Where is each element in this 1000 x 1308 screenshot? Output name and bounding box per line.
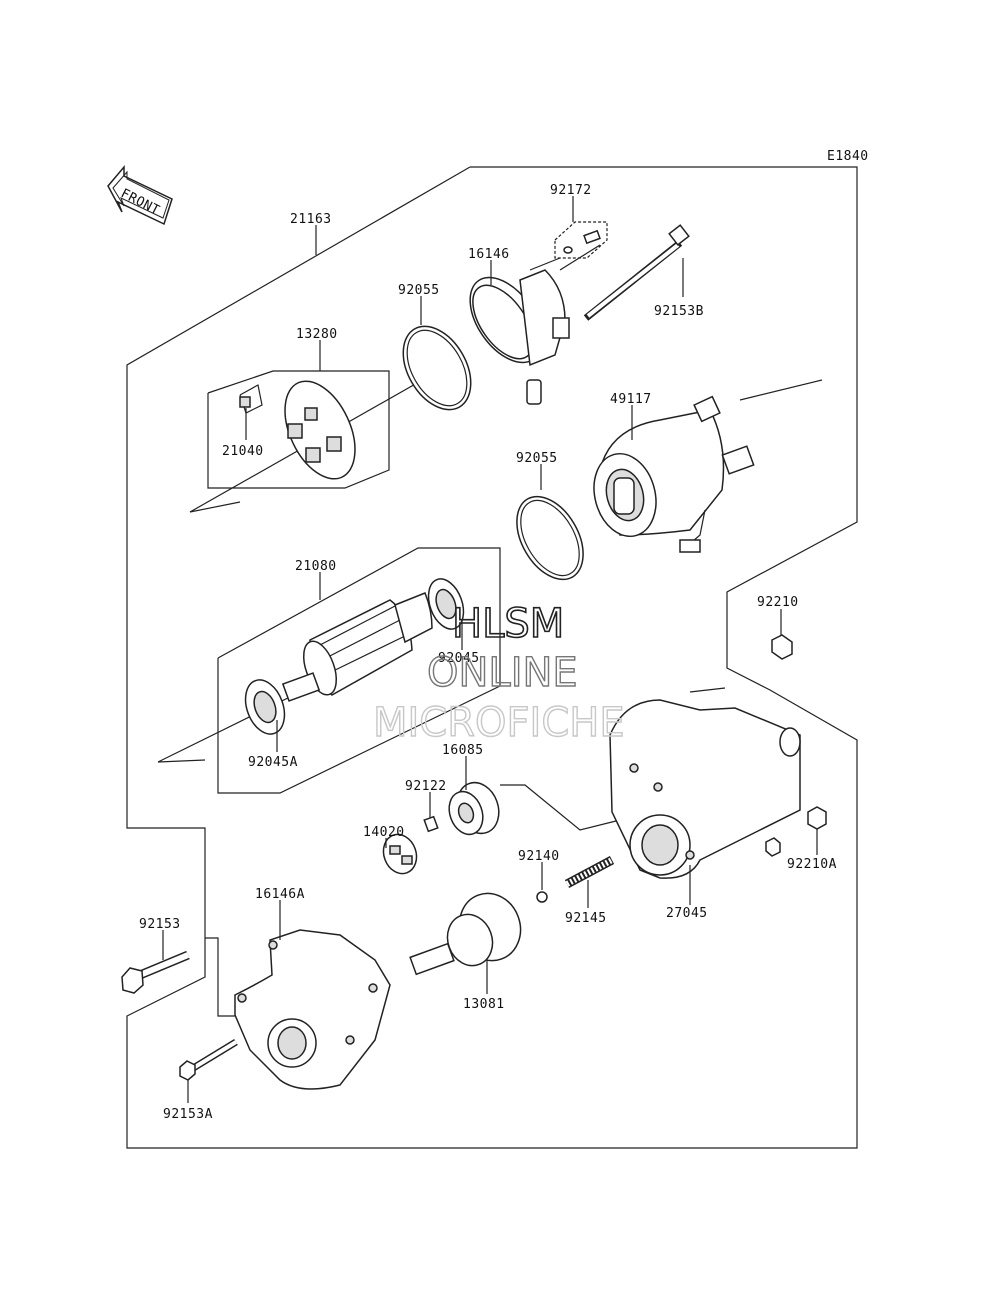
part-13081-pinion	[409, 892, 522, 976]
part-92122-pin	[423, 815, 439, 833]
part-92045a-bearing	[244, 679, 286, 735]
label-14020: 14020	[363, 825, 405, 840]
label-49117: 49117	[610, 392, 652, 407]
part-92045-bearing	[427, 578, 465, 630]
part-16085-gear	[448, 781, 500, 836]
label-92153a: 92153A	[163, 1107, 213, 1122]
label-21080: 21080	[295, 559, 337, 574]
label-21040: 21040	[222, 444, 264, 459]
oring-upper-inner	[406, 329, 468, 407]
label-92153: 92153	[139, 917, 181, 932]
label-27045: 27045	[666, 906, 708, 921]
watermark-line3: MICROFICHE	[373, 700, 625, 746]
label-13081: 13081	[463, 997, 505, 1012]
part-92055-oring-upper	[402, 325, 472, 411]
part-92153b-through-bolt	[583, 224, 690, 321]
label-16085: 16085	[442, 743, 484, 758]
label-92140: 92140	[518, 849, 560, 864]
part-21040-brush	[239, 384, 263, 414]
leader-lines	[162, 196, 818, 1103]
part-27045-housing	[609, 699, 801, 879]
label-16146a: 16146A	[255, 887, 305, 902]
watermark-line2: ONLINE	[427, 650, 578, 696]
part-92210-nut	[771, 634, 793, 660]
watermark-line1: HLSM	[452, 601, 564, 647]
part-21080-armature	[281, 592, 433, 702]
front-arrow-icon: FRONT	[107, 164, 173, 226]
guide-16146	[529, 257, 561, 271]
label-13280: 13280	[296, 327, 338, 342]
part-92172-screw	[554, 221, 608, 259]
part-16146a-front-cover	[234, 929, 391, 1090]
axis-line-solenoid	[739, 379, 823, 401]
label-16146: 16146	[468, 247, 510, 262]
label-92145: 92145	[565, 911, 607, 926]
watermark: HLSM ONLINE MICROFICHE	[372, 600, 625, 747]
part-14020-clutch	[382, 833, 418, 875]
oring-lower-inner	[520, 499, 580, 577]
axis-line-housing	[689, 687, 726, 693]
group-outline-13280	[207, 370, 390, 489]
label-92045: 92045	[438, 651, 480, 666]
label-92045a: 92045A	[248, 755, 298, 770]
part-92153a-bolt	[179, 1039, 238, 1081]
label-92210a: 92210A	[787, 857, 837, 872]
assembly-outline-21163	[126, 166, 858, 1149]
part-92145-spring	[564, 856, 615, 888]
label-92153b: 92153B	[654, 304, 704, 319]
label-92055-lower: 92055	[516, 451, 558, 466]
group-outline-21080	[217, 547, 501, 794]
part-92140-ball	[536, 891, 548, 903]
part-16146-cover	[469, 269, 570, 405]
label-92172: 92172	[550, 183, 592, 198]
label-92122: 92122	[405, 779, 447, 794]
leader-16085-housing	[500, 784, 621, 831]
part-92153-bolt	[121, 950, 190, 994]
label-92055-upper: 92055	[398, 283, 440, 298]
part-labels: 21163 92172 16146 92055 92153B 13280 210…	[139, 183, 837, 1122]
part-92210a-nut	[807, 806, 827, 830]
label-21163: 21163	[290, 212, 332, 227]
axis-tip-lower	[157, 759, 206, 763]
axis-tip-upper	[189, 501, 241, 513]
label-92210: 92210	[757, 595, 799, 610]
part-92055-oring-lower	[516, 495, 584, 581]
diagram-code: E1840	[827, 149, 869, 164]
part-13280-brush-holder	[284, 380, 356, 480]
guide-92153	[205, 937, 235, 1017]
part-49117-solenoid	[593, 395, 755, 553]
